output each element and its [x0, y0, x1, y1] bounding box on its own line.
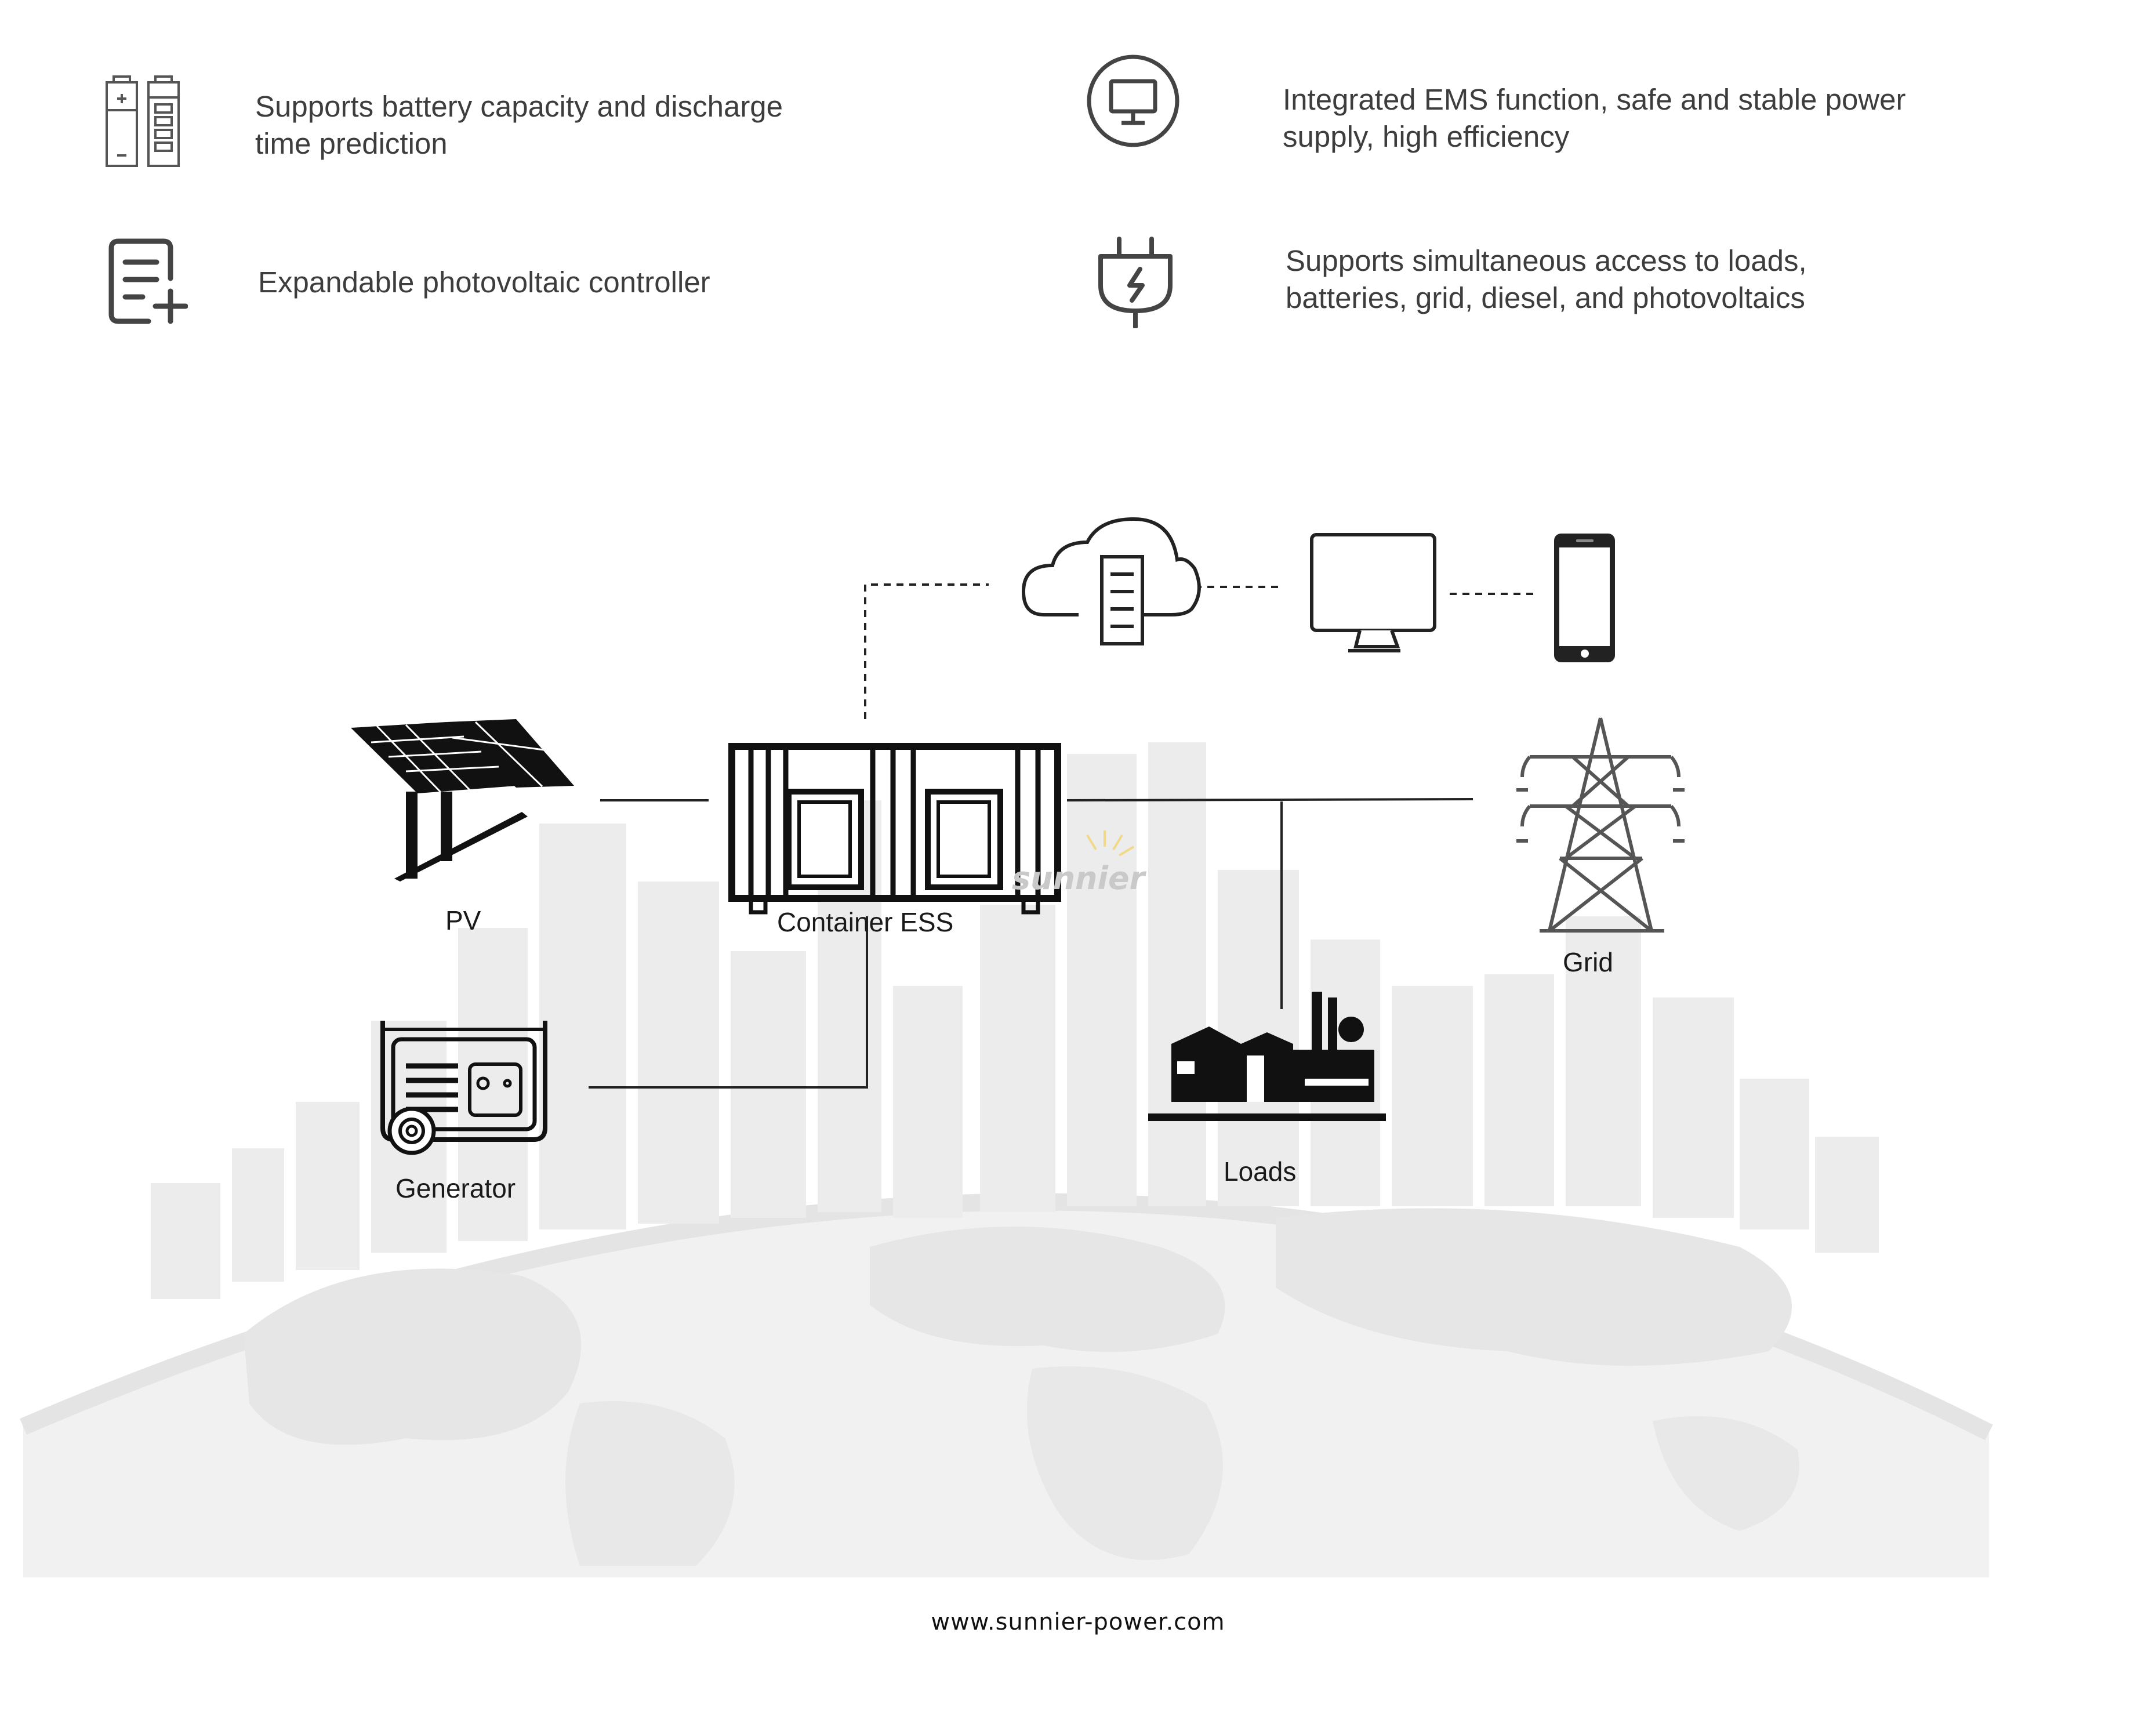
- solar-panel-icon: [351, 719, 575, 882]
- feature-text-line: supply, high efficiency: [1283, 120, 1570, 153]
- factory-icon: [1148, 992, 1386, 1121]
- feature-text-line: Supports battery capacity and discharge: [255, 90, 783, 123]
- feature-text-line: Supports simultaneous access to loads,: [1286, 244, 1807, 277]
- computer-monitor-icon: [1310, 533, 1436, 652]
- node-label-pv: PV: [445, 905, 481, 935]
- connection-lines: [589, 583, 1534, 1089]
- power-tower-icon: [1516, 717, 1685, 933]
- generator-icon: [380, 1021, 547, 1155]
- node-label-grid: Grid: [1563, 947, 1613, 977]
- battery-icon: [106, 75, 180, 167]
- node-label-loads: Loads: [1224, 1156, 1297, 1187]
- node-label-container-ess: Container ESS: [777, 907, 954, 937]
- sunnier-watermark: sunnier: [1012, 830, 1147, 897]
- cloud-server-icon: [1021, 517, 1201, 645]
- monitor-icon: [1087, 55, 1179, 147]
- node-label-generator: Generator: [395, 1173, 516, 1203]
- plug-icon: [1098, 237, 1173, 328]
- footer-website: www.sunnier-power.com: [931, 1609, 1225, 1635]
- feature-text-line: batteries, grid, diesel, and photovoltai…: [1286, 281, 1805, 314]
- container-ess-icon: [728, 743, 1061, 915]
- feature-text-line: Expandable photovoltaic controller: [258, 266, 710, 299]
- smartphone-icon: [1554, 534, 1615, 662]
- feature-text-line: Integrated EMS function, safe and stable…: [1283, 83, 1906, 116]
- svg-text:sunnier: sunnier: [1012, 860, 1147, 897]
- feature-text-line: time prediction: [255, 127, 448, 160]
- document-add-icon: [108, 238, 188, 324]
